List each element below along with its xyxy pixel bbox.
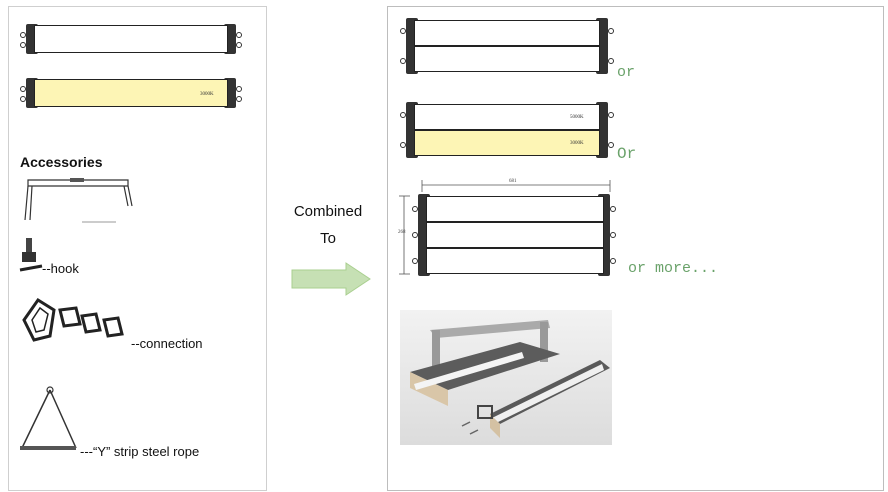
triple-fixture xyxy=(412,194,618,276)
hook-icon xyxy=(19,238,43,272)
height-dimension-line xyxy=(399,195,410,275)
cct-3000k: 3000K xyxy=(570,141,584,146)
accessories-title: Accessories xyxy=(20,154,103,170)
width-dimension-line xyxy=(421,180,611,192)
cct-5000k: 5000K xyxy=(570,115,584,120)
connector-plates-icon xyxy=(22,297,124,342)
double-fixture-mixed-cct: 5000K 3000K xyxy=(400,102,614,158)
combined-text: Combined xyxy=(293,203,363,220)
height-dimension-text: 268 xyxy=(398,230,406,235)
combined-to-label: Combined To xyxy=(282,198,374,252)
y-rope-label: ---“Y” strip steel rope xyxy=(80,444,200,459)
single-fixture-plain xyxy=(20,24,242,54)
connection-label: --connection xyxy=(131,336,203,351)
y-rope-icon xyxy=(20,386,77,450)
single-fixture-warm: 3000K xyxy=(20,78,242,108)
width-dimension-text: 681 xyxy=(509,179,517,184)
or-more-text: or more... xyxy=(628,260,719,277)
or-text-2: Or xyxy=(617,145,637,163)
or-text-1: or xyxy=(617,64,636,81)
cct-label: 3000K xyxy=(200,92,214,97)
double-fixture-plain xyxy=(400,18,614,74)
combined-arrow-icon xyxy=(291,262,371,296)
assembled-fixture-image xyxy=(410,320,610,438)
product-photo xyxy=(400,310,612,445)
hook-label: --hook xyxy=(42,261,79,276)
mounting-bracket-icon xyxy=(24,178,133,223)
to-text: To xyxy=(320,230,336,247)
